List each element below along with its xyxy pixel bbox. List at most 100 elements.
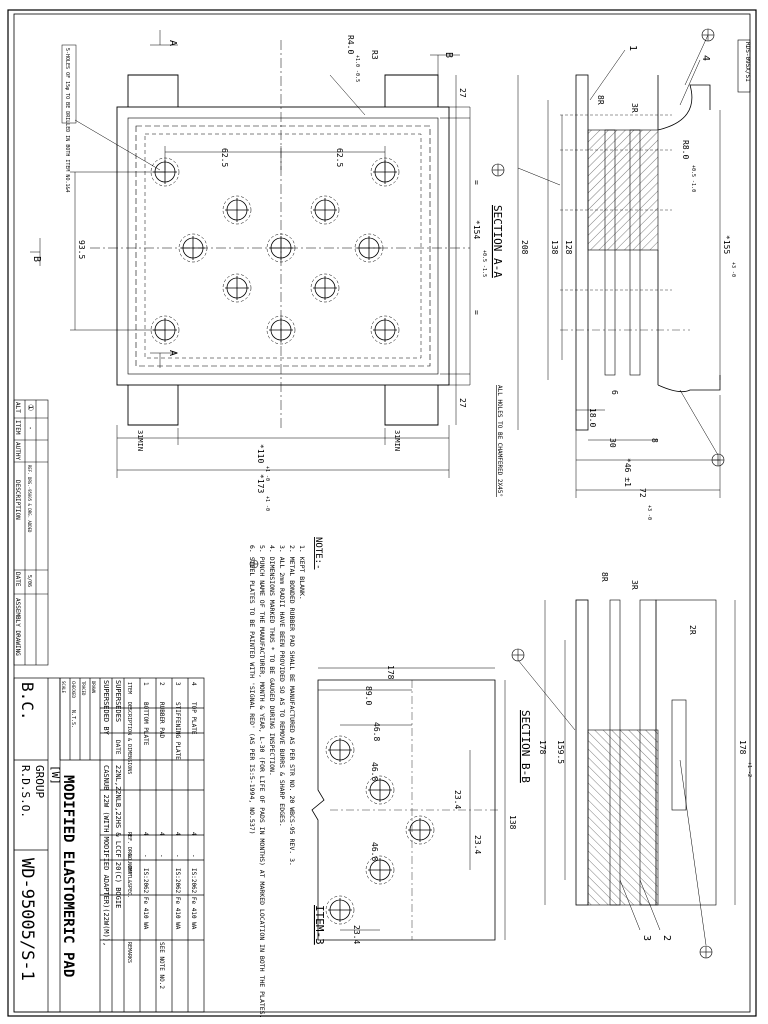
marker-b-top: B — [443, 52, 454, 58]
holes-note-text: 5-HOLES OF 15φ TO BE DRILLED IN BOTH ITE… — [64, 48, 70, 193]
aa-d72: 72 — [638, 488, 647, 498]
parts-cell: RUBBER PAD — [158, 702, 165, 739]
callout-2: 2 — [661, 935, 672, 941]
aa-d8: 8 — [650, 438, 659, 443]
r-top-tol: +1.0 -0.5 — [354, 55, 360, 82]
min-left-label: 31MIN — [136, 430, 144, 451]
hole-icon — [222, 273, 252, 303]
supersedes: SUPERSEDES — [114, 680, 122, 722]
hole-icon — [365, 855, 395, 885]
pitch-b-label: 62.5 — [335, 148, 344, 167]
bb-h159: 159.5 — [556, 740, 565, 764]
parts-cell: 4 — [190, 832, 197, 836]
traced-label: TRACED — [81, 681, 86, 696]
parts-cell: STIFFENING PLATE — [174, 702, 181, 760]
checked-label: CHECKED — [71, 681, 76, 698]
aa-h138: 138 — [550, 240, 559, 255]
edge-bottom-label: 27 — [458, 398, 467, 408]
note-line: 2. METAL BONDED RUBBER PAD SHALL BE MANU… — [288, 545, 296, 866]
marker-b-left: B — [31, 256, 42, 262]
top-view — [90, 40, 470, 430]
hole-icon — [325, 895, 355, 925]
hole-icon — [370, 315, 400, 345]
edge-top-label: 27 — [458, 88, 467, 98]
parts-cell: 4 — [142, 832, 149, 836]
note-line: 3. ALL 2mm RADII HAVE BEEN PROVIDED SO A… — [278, 545, 286, 827]
parts-header: ITEM — [126, 682, 132, 694]
marker-a-top: A — [167, 40, 178, 46]
marker-a-bottom: A — [167, 350, 178, 356]
width-outer-label: *173 — [256, 474, 265, 493]
alt-label: ALT — [14, 402, 21, 413]
item3-view — [311, 667, 506, 941]
drawing-title: MODIFIED ELASTOMERIC PAD — [60, 775, 76, 977]
hole-icon — [178, 233, 208, 263]
rev-date: 5/06 — [26, 575, 32, 587]
hole-icon — [365, 775, 395, 805]
top-view-dims — [30, 30, 471, 478]
note-line: 5. PUNCH NAME OF THE MANUFACTURER, MONTH… — [258, 545, 266, 1019]
hole-icon — [310, 195, 340, 225]
section-aa-title: SECTION A-A — [491, 205, 504, 278]
bb-r3: 3R — [630, 580, 639, 590]
parts-cell: TOP PLATE — [190, 702, 197, 735]
aa-rbend-tol: +0.5 -1.0 — [690, 165, 696, 192]
item-label: ITEM — [14, 420, 21, 435]
outer-border — [7, 9, 757, 1017]
group-label: GROUP — [33, 765, 46, 798]
note-line: 1. KEPT BLANK. — [298, 545, 306, 600]
hole-icon — [266, 315, 296, 345]
callout-3: 3 — [641, 935, 652, 941]
scale-value: N.T.S. — [70, 710, 76, 728]
item3-w46c: 46.8 — [370, 842, 379, 861]
note-line: 4. DIMENSIONS MARKED THUS * TO BE GAUGED… — [268, 545, 276, 776]
aa-h155-tol: +3 -0 — [730, 262, 736, 277]
parts-cell: BOTTOM PLATE — [142, 702, 149, 746]
parts-header: REF. DRG. NO. — [126, 832, 132, 871]
parts-cell: IS:2062 Fe 410 WA — [174, 868, 181, 930]
parts-cell: 1 — [142, 682, 149, 686]
parts-cell: 2 — [158, 682, 165, 686]
bb-h178-right: 178 — [738, 740, 747, 755]
casnub-line2: 22NL,22NLB,22HS & LCCF 20(C) BOGIE — [114, 765, 122, 908]
min-right-label: 31MIN — [393, 430, 401, 451]
notes-heading: NOTE:- — [313, 537, 323, 570]
parts-cell: 4 — [174, 832, 181, 836]
parts-cell: IS:2062 Fe 410 WA — [190, 868, 197, 930]
hole-icon — [310, 273, 340, 303]
inner-height-tol: +0.5 -1.5 — [481, 250, 487, 277]
item3-h138: 138 — [508, 815, 517, 830]
parts-cell: - — [158, 854, 165, 858]
aa-rbend: R8.0 — [681, 140, 690, 159]
equal-b: = — [472, 310, 481, 315]
item3-v23c: 23.4 — [352, 925, 361, 944]
aa-d6: 6 — [610, 390, 619, 395]
item3-v23b: 23.4 — [473, 835, 482, 854]
parts-header: DESCRIPTION & DIMENSIONS — [126, 702, 132, 774]
parts-cell: - — [142, 854, 149, 858]
item3-w89: 89.0 — [364, 686, 373, 705]
drawing-label: ASSEMBLY DRAWING — [14, 598, 21, 656]
bb-h178-tol: +1 -2 — [746, 762, 752, 777]
inner-height-label: *154 — [472, 220, 481, 239]
width-inner-label: *110 — [256, 444, 265, 463]
parts-cell: IS:2062 Fe 410 WA — [142, 868, 149, 930]
rev-desc: REF. DRG.-95005 & DRG. ADDED — [27, 465, 32, 533]
item3-title: ITEM-3 — [313, 905, 326, 945]
aa-d46: *46 ±1 — [623, 458, 632, 487]
bb-r2: 2R — [688, 625, 697, 635]
hole-icon — [266, 233, 296, 263]
item3-v23a: 23.4 — [453, 790, 462, 809]
aa-r3: 3R — [630, 103, 639, 113]
aa-h155: *155 — [722, 235, 731, 254]
row-spacing-label: 93.5 — [77, 240, 86, 259]
top-view-holes — [150, 157, 400, 345]
rev-mark: ① — [26, 404, 35, 411]
item3-w178: 178 — [386, 665, 395, 680]
w-box: [W] — [49, 765, 62, 785]
aa-h128: 128 — [564, 240, 573, 255]
parts-cell: SEE NOTE NO.2 — [158, 942, 165, 989]
date-label: DATE — [14, 572, 21, 587]
aa-d30: 30 — [608, 438, 617, 448]
